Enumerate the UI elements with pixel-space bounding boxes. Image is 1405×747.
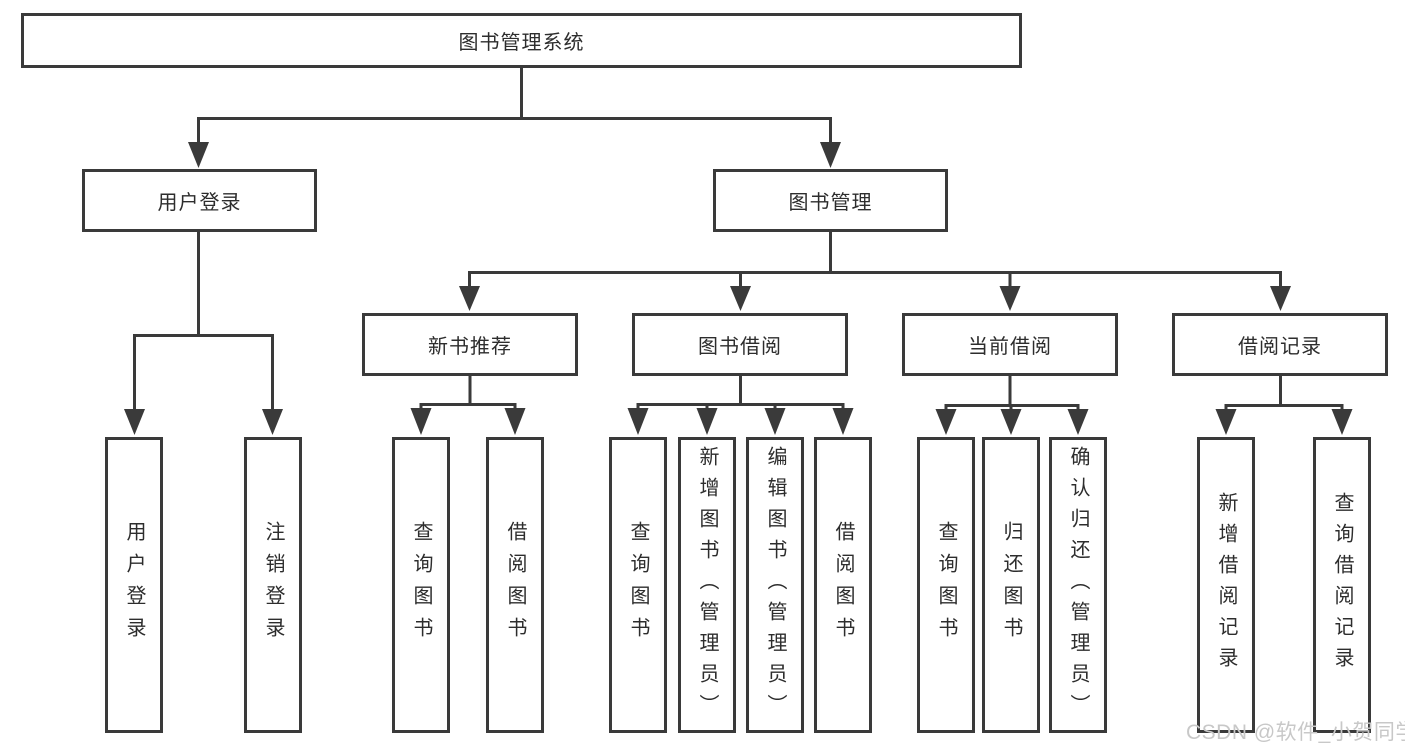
connector-rec-to-leaves <box>410 376 526 435</box>
leaf-confirm-return-admin-label: 确认归还（管理员） <box>1067 445 1089 725</box>
connector-records-to-leaves <box>1215 376 1353 435</box>
leaf-query-books-current: 查询图书 <box>917 437 975 733</box>
connector-current-to-leaves <box>935 376 1089 435</box>
leaf-edit-books-admin-label: 编辑图书（管理员） <box>764 445 786 725</box>
leaf-borrow-books-label: 借阅图书 <box>832 521 854 649</box>
leaf-add-borrow-record-label: 新增借阅记录 <box>1215 492 1237 678</box>
node-book-borrowing: 图书借阅 <box>632 313 848 376</box>
leaf-query-borrow-record: 查询借阅记录 <box>1313 437 1371 733</box>
node-book-management: 图书管理 <box>713 169 948 232</box>
node-borrowing-records: 借阅记录 <box>1172 313 1388 376</box>
connector-mgmt-to-level3 <box>459 232 1291 311</box>
connector-borrow-to-leaves <box>627 376 854 435</box>
node-book-management-label: 图书管理 <box>788 192 873 214</box>
node-current-borrowing-label: 当前借阅 <box>968 336 1052 358</box>
node-book-borrowing-label: 图书借阅 <box>698 336 782 358</box>
node-current-borrowing: 当前借阅 <box>902 313 1118 376</box>
leaf-return-books: 归还图书 <box>982 437 1040 733</box>
leaf-query-books-rec-label: 查询图书 <box>410 521 432 649</box>
leaf-edit-books-admin: 编辑图书（管理员） <box>746 437 804 733</box>
node-library-system: 图书管理系统 <box>21 13 1022 68</box>
node-library-system-label: 图书管理系统 <box>458 32 585 54</box>
leaf-add-books-admin-label: 新增图书（管理员） <box>696 445 718 725</box>
leaf-user-login-label: 用户登录 <box>123 521 145 649</box>
leaf-add-borrow-record: 新增借阅记录 <box>1197 437 1255 733</box>
node-borrowing-records-label: 借阅记录 <box>1238 336 1322 358</box>
leaf-logout: 注销登录 <box>244 437 302 733</box>
leaf-query-books-rec: 查询图书 <box>392 437 450 733</box>
leaf-borrow-books-rec: 借阅图书 <box>486 437 544 733</box>
node-user-login-label: 用户登录 <box>157 192 242 214</box>
leaf-query-books-borrow-label: 查询图书 <box>627 521 649 649</box>
leaf-user-login: 用户登录 <box>105 437 163 733</box>
leaf-add-books-admin: 新增图书（管理员） <box>678 437 736 733</box>
node-new-book-recommend-label: 新书推荐 <box>428 336 512 358</box>
leaf-query-books-current-label: 查询图书 <box>935 521 957 649</box>
leaf-query-books-borrow: 查询图书 <box>609 437 667 733</box>
leaf-return-books-label: 归还图书 <box>1000 521 1022 649</box>
node-user-login: 用户登录 <box>82 169 317 232</box>
leaf-borrow-books: 借阅图书 <box>814 437 872 733</box>
node-new-book-recommend: 新书推荐 <box>362 313 578 376</box>
leaf-borrow-books-rec-label: 借阅图书 <box>504 521 526 649</box>
leaf-query-borrow-record-label: 查询借阅记录 <box>1331 492 1353 678</box>
connector-login-to-leaves <box>124 232 283 435</box>
leaf-logout-label: 注销登录 <box>262 521 284 649</box>
leaf-confirm-return-admin: 确认归还（管理员） <box>1049 437 1107 733</box>
connector-root-to-level2 <box>188 68 841 168</box>
csdn-watermark: CSDN @软件_小贺同学 <box>1186 721 1405 744</box>
